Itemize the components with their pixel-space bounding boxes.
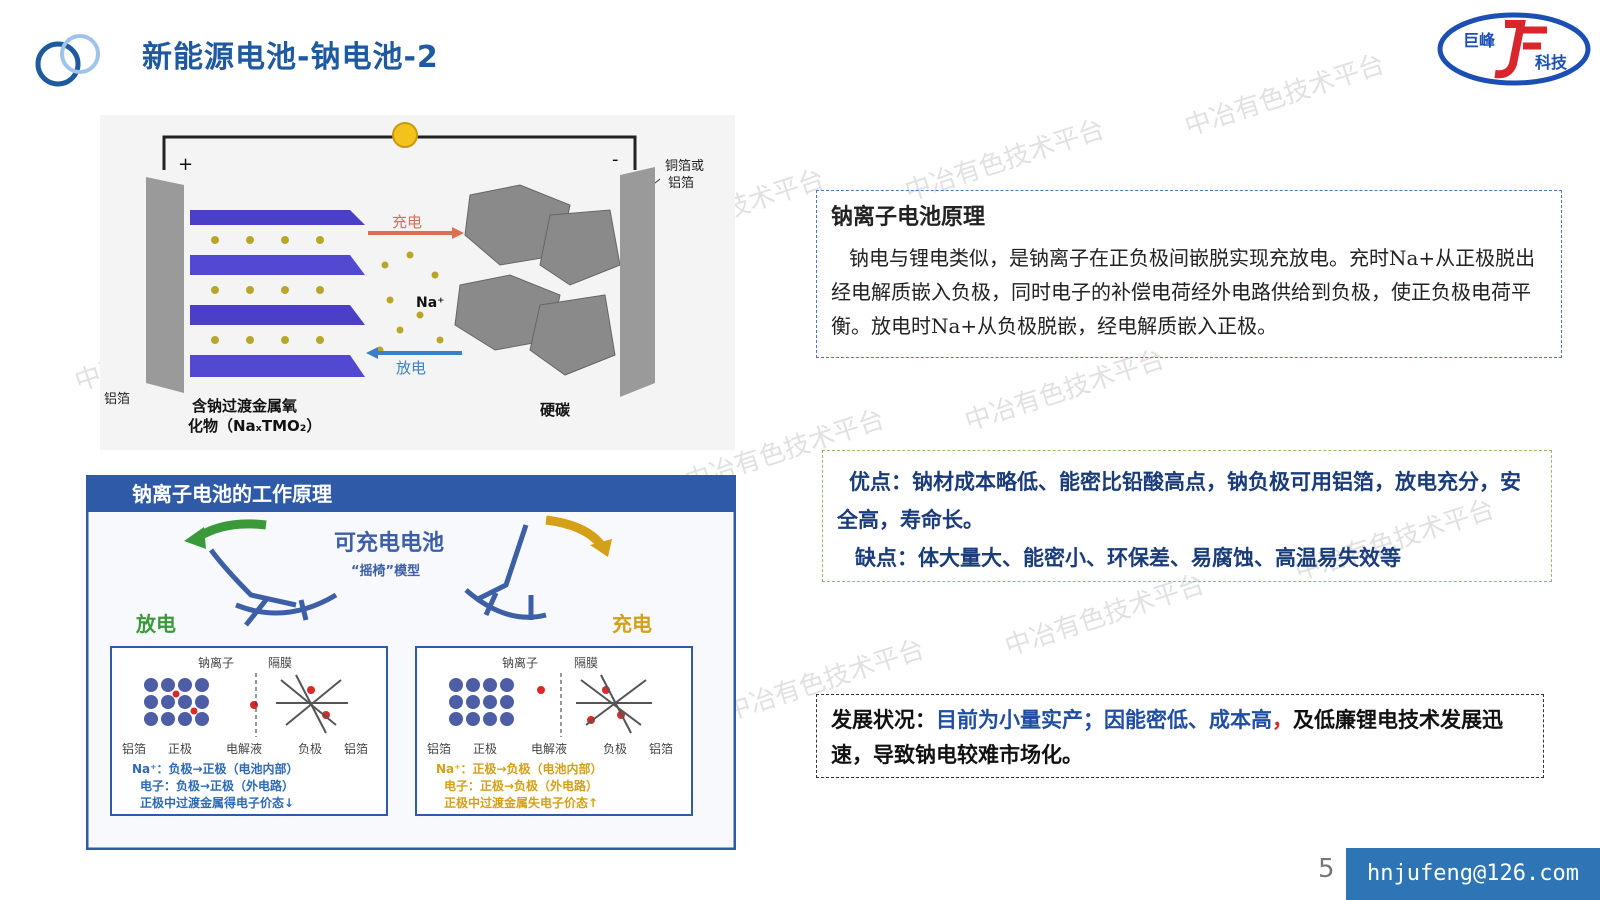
minus-sign: -	[612, 149, 619, 170]
bulb-icon	[392, 122, 418, 148]
discharge-line-1: Na⁺：负极→正极（电池内部）	[132, 761, 299, 776]
bottom-label: 电解液	[531, 741, 567, 756]
logo-text-1: 巨峰	[1463, 31, 1496, 50]
bottom-label: 负极	[298, 742, 322, 756]
logo-text-2: 科技	[1535, 53, 1568, 72]
rocking-chair-left-icon	[209, 548, 338, 627]
watermark: 中冶有色技术平台	[1181, 49, 1389, 143]
separator-label-left: 隔膜	[268, 656, 292, 670]
na-ion-label: Na⁺	[416, 295, 445, 311]
company-logo-icon: 巨峰 科技	[1437, 12, 1591, 86]
principle-body: 钠电与锂电类似，是钠离子在正负极间嵌脱实现充放电。充时Na+从正极脱出经电解质嵌…	[831, 246, 1536, 338]
charge-label: 充电	[392, 213, 422, 231]
cathode-label-1: 含钠过渡金属氧	[192, 397, 297, 415]
foil-right-label-2: 铝箔	[668, 175, 694, 191]
foil-right-collector	[620, 167, 655, 397]
discharge-label: 放电	[396, 359, 426, 377]
status-comma: ，	[1272, 708, 1293, 732]
working-principle-diagram: 钠离子电池的工作原理 可充电电池 “摇椅”模型 放电 充电 钠离子 隔膜 铝箔 …	[86, 475, 736, 850]
page-title: 新能源电池-钠电池-2	[142, 40, 439, 75]
sodium-ions-electrolyte	[376, 251, 444, 354]
rings-logo-icon	[35, 34, 100, 87]
separator-label-right: 隔膜	[574, 656, 598, 670]
anode-label: 硬碳	[540, 401, 571, 419]
bottom-label: 铝箔	[427, 741, 451, 756]
status-text-2: 及低廉锂电技术发展迅速，导致钠电较难市场化。	[831, 708, 1503, 767]
status-text-1: 目前为小量实产；因能密低、成本高	[936, 708, 1272, 732]
bottom-label: 铝箔	[122, 741, 146, 756]
bottom-label: 电解液	[226, 741, 262, 756]
sodium-ions-cathode	[211, 236, 324, 344]
discharge-line-2: 电子：负极→正极（外电路）	[140, 778, 294, 793]
charge-line-3: 正极中过渡金属失电子价态↑	[444, 795, 598, 810]
principle-heading: 钠离子电池原理	[831, 204, 986, 230]
page-number: 5	[1318, 854, 1335, 884]
contact-email[interactable]: hnjufeng@126.com	[1346, 848, 1600, 900]
rechargeable-label: 可充电电池	[334, 530, 444, 556]
cathode-label-2: 化物（NaₓTMO₂）	[188, 417, 321, 435]
rocking-model-label: “摇椅”模型	[351, 563, 420, 579]
charge-panel: 钠离子 隔膜 铝箔 正极 电解液 负极 铝箔 Na⁺：正极→负极（电池内部） 电…	[415, 646, 693, 816]
rocking-chair-right-icon	[464, 524, 547, 620]
charge-line-1: Na⁺：正极→负极（电池内部）	[436, 761, 603, 776]
discharge-panel: 钠离子 隔膜 铝箔 正极 电解液 负极 铝箔 Na⁺：负极→正极（电池内部） 电…	[110, 646, 388, 816]
discharge-line-3: 正极中过渡金属得电子价态↓	[140, 795, 294, 810]
pros-cons-box: 优点：钠材成本略低、能密比铅酸高点，钠负极可用铝箔，放电充分，安全高，寿命长。 …	[822, 450, 1552, 582]
bottom-label: 正极	[168, 742, 192, 756]
principle-title: 钠离子电池的工作原理	[132, 482, 332, 506]
ion-label-right: 钠离子	[502, 655, 538, 670]
charge-line-2: 电子：正极→负极（外电路）	[444, 778, 598, 793]
principle-title-bar	[87, 476, 735, 512]
charge-swing-arrow	[545, 515, 605, 548]
bottom-label: 正极	[473, 742, 497, 756]
charge-state-label: 充电	[612, 612, 652, 636]
cathode-layers	[190, 210, 365, 377]
aluminum-foil-left	[146, 177, 184, 393]
status-box: 发展状况：目前为小量实产；因能密低、成本高，及低廉锂电技术发展迅速，导致钠电较难…	[816, 694, 1544, 778]
sodium-battery-diagram: + - 铜箔或 铝箔 充电 放电 Na⁺ 铝箔 含钠过渡金属氧 化物（NaₓTM…	[100, 115, 735, 450]
principle-box: 钠离子电池原理 钠电与锂电类似，是钠离子在正负极间嵌脱实现充放电。充时Na+从正…	[816, 190, 1562, 358]
plus-sign: +	[178, 154, 193, 175]
bottom-label: 负极	[603, 742, 627, 756]
hard-carbon-anode	[454, 184, 621, 376]
bottom-label: 铝箔	[344, 741, 368, 756]
foil-left-label: 铝箔	[104, 391, 130, 407]
cons-text: 缺点：体大量大、能密小、环保差、易腐蚀、高温易失效等	[855, 546, 1401, 570]
foil-right-label: 铜箔或	[665, 158, 704, 174]
discharge-state-label: 放电	[135, 612, 176, 636]
pros-text: 优点：钠材成本略低、能密比铅酸高点，钠负极可用铝箔，放电充分，安全高，寿命长。	[837, 470, 1521, 532]
status-label: 发展状况：	[831, 708, 936, 732]
ion-label-left: 钠离子	[198, 655, 234, 670]
bottom-label: 铝箔	[649, 741, 673, 756]
